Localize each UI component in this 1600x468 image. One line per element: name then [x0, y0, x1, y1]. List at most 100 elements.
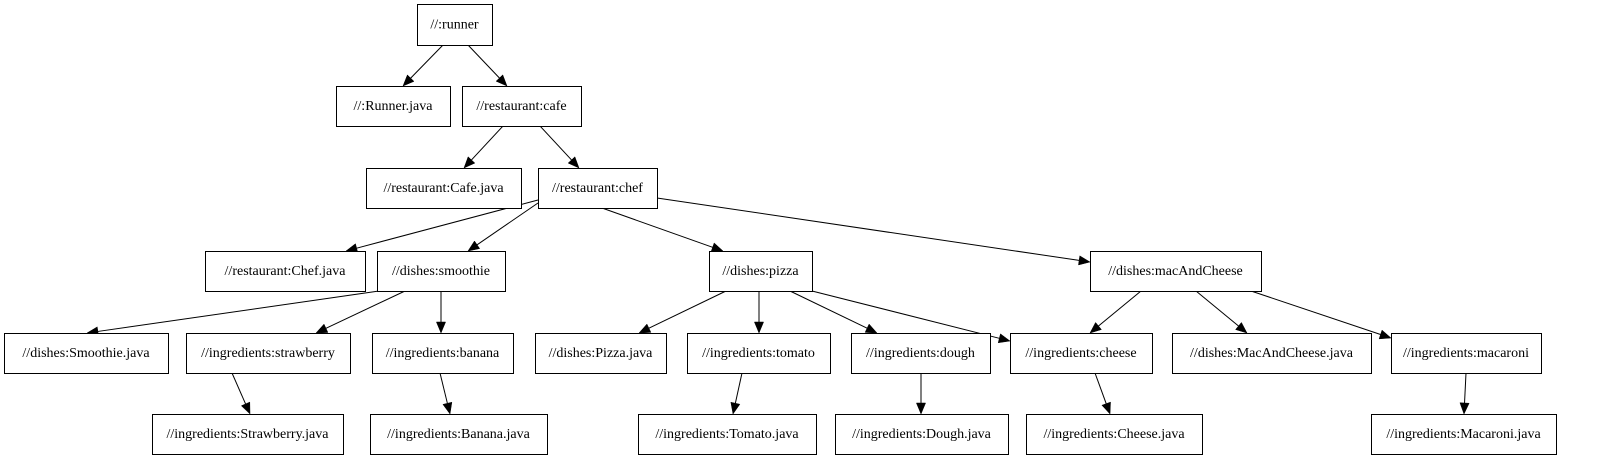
- edge-runner-to-restaurant_cafe: [467, 44, 508, 87]
- node-label: //ingredients:macaroni: [1403, 346, 1529, 361]
- edge-runner-to-runner_java: [402, 44, 444, 87]
- node-box[interactable]: [372, 333, 514, 374]
- arrowhead-icon: [315, 323, 329, 334]
- graph-node-smoothie_java[interactable]: //dishes:Smoothie.java: [4, 333, 169, 374]
- arrowhead-icon: [710, 242, 724, 252]
- graph-node-chef_java[interactable]: //restaurant:Chef.java: [205, 251, 366, 292]
- node-box[interactable]: [336, 86, 451, 127]
- edge-line: [410, 44, 444, 79]
- node-label: //dishes:Smoothie.java: [22, 346, 150, 361]
- node-label: //dishes:Pizza.java: [549, 346, 654, 361]
- node-box[interactable]: [1026, 414, 1203, 455]
- edge-line: [601, 207, 713, 248]
- edge-line: [439, 372, 448, 404]
- node-box[interactable]: [366, 168, 522, 209]
- graph-node-dishes_pizza[interactable]: //dishes:pizza: [709, 251, 813, 292]
- graph-node-dishes_smoothie[interactable]: //dishes:smoothie: [377, 251, 506, 292]
- node-box[interactable]: [186, 333, 351, 374]
- node-box[interactable]: [687, 333, 831, 374]
- edge-ing_cheese-to-cheese_java: [1094, 372, 1111, 415]
- edge-restaurant_chef-to-dishes_smoothie: [467, 202, 539, 252]
- edge-restaurant_cafe-to-cafe_java: [463, 125, 504, 169]
- node-label: //restaurant:chef: [552, 181, 643, 196]
- node-label: //restaurant:Cafe.java: [383, 181, 504, 196]
- node-box[interactable]: [1391, 333, 1542, 374]
- edge-dishes_pizza-to-pizza_java: [638, 290, 727, 334]
- arrowhead-icon: [864, 323, 878, 334]
- node-label: //dishes:pizza: [722, 264, 799, 279]
- graph-node-strawberry_java[interactable]: //ingredients:Strawberry.java: [152, 414, 344, 455]
- node-label: //ingredients:Dough.java: [852, 427, 992, 442]
- graph-node-pizza_java[interactable]: //dishes:Pizza.java: [535, 333, 667, 374]
- arrowhead-icon: [916, 402, 926, 415]
- arrowhead-icon: [436, 321, 446, 334]
- graph-node-cheese_java[interactable]: //ingredients:Cheese.java: [1026, 414, 1203, 455]
- edge-ing_banana-to-banana_java: [439, 372, 453, 415]
- node-box[interactable]: [4, 333, 169, 374]
- graph-node-ing_macaroni[interactable]: //ingredients:macaroni: [1391, 333, 1542, 374]
- edge-dishes_smoothie-to-smoothie_java: [86, 290, 380, 337]
- graph-node-ing_banana[interactable]: //ingredients:banana: [372, 333, 514, 374]
- graph-node-ing_tomato[interactable]: //ingredients:tomato: [687, 333, 831, 374]
- graph-node-ing_cheese[interactable]: //ingredients:cheese: [1010, 333, 1153, 374]
- node-label: //ingredients:strawberry: [201, 346, 335, 361]
- graph-node-runner[interactable]: //:runner: [417, 4, 493, 46]
- node-box[interactable]: [205, 251, 366, 292]
- graph-node-tomato_java[interactable]: //ingredients:Tomato.java: [638, 414, 817, 455]
- graph-node-restaurant_chef[interactable]: //restaurant:chef: [538, 168, 658, 209]
- node-box[interactable]: [462, 86, 582, 127]
- node-label: //restaurant:Chef.java: [225, 264, 347, 279]
- edge-line: [231, 372, 247, 405]
- edge-line: [734, 372, 743, 404]
- graph-node-macandcheese_java[interactable]: //dishes:MacAndCheese.java: [1172, 333, 1372, 374]
- edge-dishes_smoothie-to-ing_strawberry: [315, 290, 406, 334]
- graph-node-dishes_macandchee[interactable]: //dishes:macAndCheese: [1090, 251, 1262, 292]
- node-box[interactable]: [1371, 414, 1557, 455]
- node-label: //ingredients:Strawberry.java: [167, 427, 330, 442]
- graph-node-ing_strawberry[interactable]: //ingredients:strawberry: [186, 333, 351, 374]
- edge-line: [1098, 290, 1142, 327]
- edge-line: [648, 290, 727, 329]
- edge-line: [1195, 290, 1239, 327]
- arrowhead-icon: [730, 401, 741, 415]
- edge-line: [467, 44, 500, 79]
- node-label: //ingredients:dough: [866, 346, 975, 361]
- edge-line: [476, 202, 539, 246]
- edge-dishes_macandchee-to-ing_cheese: [1089, 290, 1142, 334]
- edge-dishes_pizza-to-ing_dough: [789, 290, 878, 334]
- graph-node-dough_java[interactable]: //ingredients:Dough.java: [835, 414, 1009, 455]
- node-box[interactable]: [535, 333, 667, 374]
- node-box[interactable]: [1172, 333, 1372, 374]
- arrowhead-icon: [495, 74, 508, 87]
- edge-dishes_macandchee-to-macandcheese_java: [1195, 290, 1248, 334]
- arrowhead-icon: [1089, 322, 1102, 334]
- edge-restaurant_cafe-to-restaurant_chef: [539, 125, 580, 169]
- graph-node-cafe_java[interactable]: //restaurant:Cafe.java: [366, 168, 522, 209]
- node-box[interactable]: [638, 414, 817, 455]
- node-box[interactable]: [538, 168, 658, 209]
- node-box[interactable]: [370, 414, 548, 455]
- edge-line: [1250, 290, 1381, 335]
- edge-ing_strawberry-to-strawberry_java: [231, 372, 251, 415]
- edge-dishes_pizza-to-ing_tomato: [754, 291, 764, 334]
- edge-restaurant_chef-to-dishes_pizza: [601, 207, 724, 252]
- graph-node-runner_java[interactable]: //:Runner.java: [336, 86, 451, 127]
- graph-node-restaurant_cafe[interactable]: //restaurant:cafe: [462, 86, 582, 127]
- edge-line: [325, 290, 406, 329]
- graph-node-ing_dough[interactable]: //ingredients:dough: [851, 333, 991, 374]
- arrowhead-icon: [402, 74, 415, 87]
- node-box[interactable]: [1090, 251, 1262, 292]
- edge-ing_dough-to-dough_java: [916, 373, 926, 415]
- edge-dishes_macandchee-to-ing_macaroni: [1250, 290, 1392, 340]
- node-box[interactable]: [851, 333, 991, 374]
- node-box[interactable]: [1010, 333, 1153, 374]
- graph-node-macaroni_java[interactable]: //ingredients:Macaroni.java: [1371, 414, 1557, 455]
- node-box[interactable]: [417, 4, 493, 46]
- node-label: //ingredients:Macaroni.java: [1386, 427, 1541, 442]
- node-box[interactable]: [377, 251, 506, 292]
- graph-node-banana_java[interactable]: //ingredients:Banana.java: [370, 414, 548, 455]
- node-box[interactable]: [709, 251, 813, 292]
- node-box[interactable]: [835, 414, 1009, 455]
- node-box[interactable]: [152, 414, 344, 455]
